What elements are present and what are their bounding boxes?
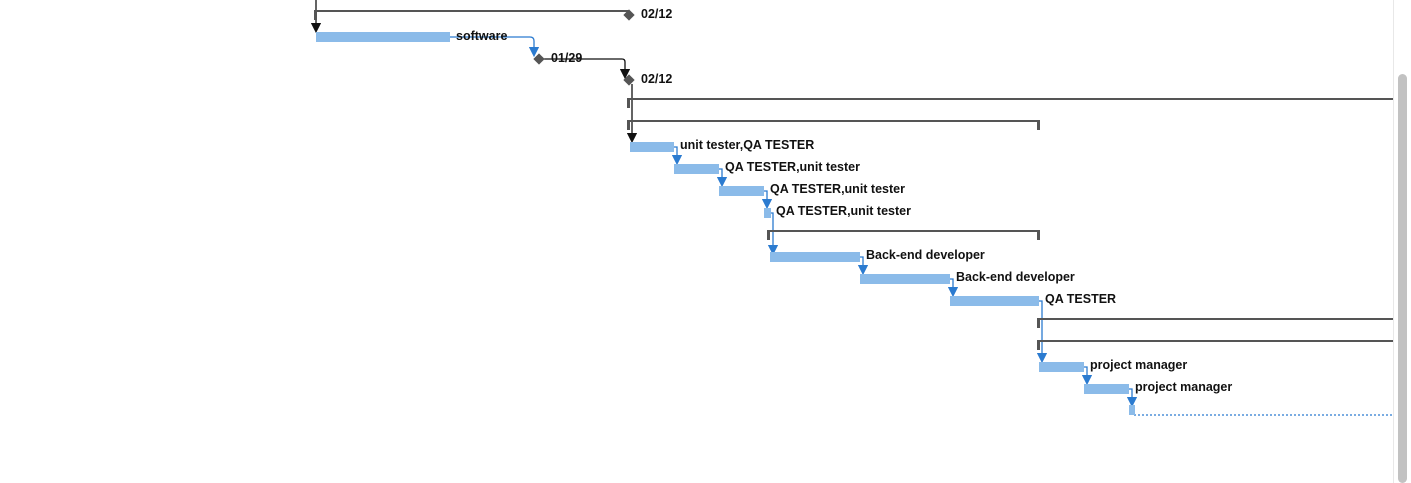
task-label-unit-test-4: QA TESTER,unit tester <box>776 204 911 218</box>
task-label-unit-test-3: QA TESTER,unit tester <box>770 182 905 196</box>
summary-bar-phase[interactable] <box>628 98 1393 100</box>
task-label-software: software <box>456 29 508 43</box>
task-bar-unit-test-4[interactable] <box>764 208 771 218</box>
task-bar-unit-test-1[interactable] <box>630 142 674 152</box>
task-bar-software[interactable] <box>316 32 450 42</box>
link-t7-t8 <box>947 278 959 298</box>
summary-bar-testing[interactable] <box>628 120 1040 122</box>
summary-bar-top-start <box>314 10 317 20</box>
summary-bar-top[interactable] <box>316 10 629 12</box>
milestone-2-date: 01/29 <box>551 51 583 65</box>
task-bar-unit-test-2[interactable] <box>674 164 719 174</box>
vertical-scrollbar[interactable] <box>1393 0 1411 483</box>
task-label-backend-1: Back-end developer <box>866 248 985 262</box>
milestone-3-date: 02/12 <box>641 72 673 86</box>
task-bar-final[interactable] <box>1129 405 1135 415</box>
milestone-3[interactable] <box>623 74 635 86</box>
summary-bar-testing-end <box>1037 120 1040 130</box>
task-bar-pm-1[interactable] <box>1039 362 1084 372</box>
task-bar-qa-testing[interactable] <box>950 296 1039 306</box>
task-label-unit-test-1: unit tester,QA TESTER <box>680 138 815 152</box>
link-t3-t4 <box>716 168 728 188</box>
milestone-2[interactable] <box>533 53 545 65</box>
summary-bar-testing-start <box>627 120 630 130</box>
link-t4-t5 <box>761 190 773 210</box>
link-t6-t7 <box>857 256 869 276</box>
task-label-backend-2: Back-end developer <box>956 270 1075 284</box>
summary-bar-backend[interactable] <box>768 230 1040 232</box>
summary-bar-management[interactable] <box>1038 340 1393 342</box>
milestone-1-date: 02/12 <box>641 7 673 21</box>
task-label-unit-test-2: QA TESTER,unit tester <box>725 160 860 174</box>
task-label-pm-2: project manager <box>1135 380 1233 394</box>
summary-bar-backend-end <box>1037 230 1040 240</box>
scrollbar-thumb[interactable] <box>1398 74 1407 483</box>
task-bar-pm-2[interactable] <box>1084 384 1129 394</box>
task-bar-backend-2[interactable] <box>860 274 950 284</box>
summary-bar-deploy-start <box>1037 318 1040 328</box>
task-bar-unit-test-3[interactable] <box>719 186 764 196</box>
summary-bar-management-start <box>1037 340 1040 350</box>
summary-bar-phase-start <box>627 98 630 108</box>
summary-bar-backend-start <box>767 230 770 240</box>
task-bar-backend-1[interactable] <box>770 252 860 262</box>
link-t9-t10 <box>1081 366 1093 386</box>
task-label-pm-1: project manager <box>1090 358 1188 372</box>
link-t2-t3 <box>671 146 683 166</box>
summary-bar-deploy[interactable] <box>1038 318 1393 320</box>
link-t10-t11 <box>1126 388 1138 408</box>
task-label-qa-testing: QA TESTER <box>1045 292 1117 306</box>
